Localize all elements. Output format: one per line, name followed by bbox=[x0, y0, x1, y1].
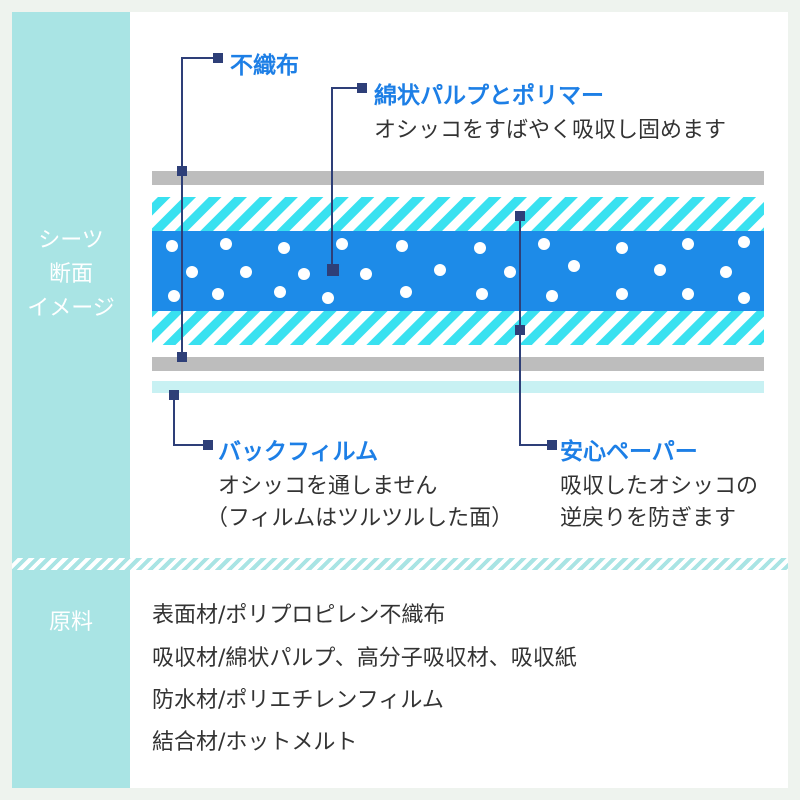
side-label-line1: シーツ bbox=[38, 228, 104, 253]
material-surface: 表面材/ポリプロピレン不織布 bbox=[152, 603, 446, 628]
layer-paper-bottom bbox=[152, 311, 764, 345]
polymer-dots bbox=[166, 236, 750, 304]
leader-lines bbox=[173, 57, 552, 446]
material-binder: 結合材/ホットメルト bbox=[152, 730, 358, 755]
label-backfilm-title: バックフィルム bbox=[218, 439, 379, 465]
label-pulp-polymer-title: 綿状パルプとポリマー bbox=[374, 83, 604, 109]
label-pulp-polymer-desc: オシッコをすばやく吸収し固めます bbox=[374, 118, 727, 143]
label-safety-paper-title: 安心ペーパー bbox=[560, 439, 698, 465]
layer-backfilm bbox=[152, 381, 764, 393]
layer-nonwoven-top bbox=[152, 171, 764, 185]
label-backfilm-desc-1: オシッコを通しません bbox=[218, 474, 438, 499]
layer-nonwoven-bottom bbox=[152, 357, 764, 371]
side-label-line3: イメージ bbox=[27, 296, 115, 321]
side-label-materials: 原料 bbox=[48, 610, 93, 635]
leader-markers bbox=[169, 53, 557, 450]
label-safety-paper-desc-1: 吸収したオシッコの bbox=[560, 474, 759, 499]
material-waterproof: 防水材/ポリエチレンフィルム bbox=[152, 688, 444, 713]
label-backfilm-desc-2: （フィルムはツルツルした面） bbox=[206, 506, 514, 531]
material-absorbent: 吸収材/綿状パルプ、高分子吸収材、吸収紙 bbox=[152, 646, 577, 671]
side-label-line2: 断面 bbox=[48, 262, 93, 287]
label-safety-paper-desc-2: 逆戻りを防ぎます bbox=[560, 506, 737, 531]
product-card: シーツ 断面 イメージ 原料 bbox=[12, 12, 788, 788]
label-nonwoven-title: 不織布 bbox=[230, 53, 299, 79]
layer-paper-top bbox=[152, 197, 764, 231]
section-divider bbox=[12, 558, 788, 570]
sidebar-materials: 原料 bbox=[12, 570, 130, 788]
sidebar-cross-section: シーツ 断面 イメージ bbox=[12, 12, 130, 558]
cross-section-diagram bbox=[152, 53, 764, 450]
